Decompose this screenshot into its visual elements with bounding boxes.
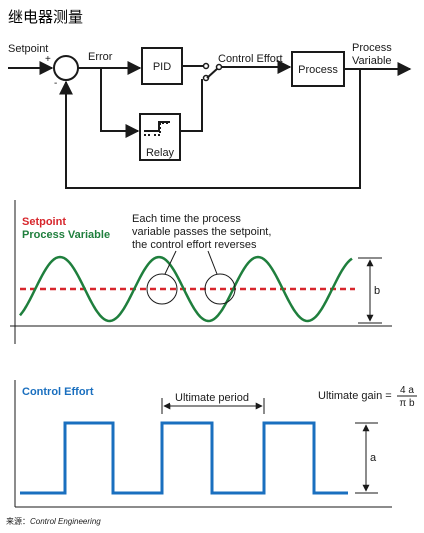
feedback-arrow — [59, 69, 361, 189]
annotation-line-1: Each time the process — [132, 213, 241, 225]
relay-block — [139, 113, 181, 161]
crossing-circle-2 — [204, 273, 236, 305]
annotation-line-3: the control effort reverses — [132, 239, 257, 251]
gain-numerator: 4 a — [400, 385, 414, 396]
legend-process-variable: Process Variable — [22, 229, 110, 241]
block-diagram: Setpoint + - Error PID Relay Control Eff… — [8, 42, 412, 189]
period-label-bg — [170, 390, 254, 404]
source-label: 来源： — [6, 517, 30, 526]
a-label: a — [370, 452, 377, 464]
control-effort-label: Control Effort — [218, 53, 283, 65]
legend-control-effort: Control Effort — [22, 386, 94, 398]
ultimate-period-label: Ultimate period — [175, 392, 249, 404]
summing-junction — [53, 55, 79, 81]
setpoint-label: Setpoint — [8, 43, 48, 55]
error-label: Error — [88, 51, 113, 63]
process-label: Process — [298, 64, 338, 76]
annotation-line-2: variable passes the setpoint, — [132, 226, 271, 238]
switch-pivot — [215, 63, 223, 71]
relay-label: Relay — [146, 147, 175, 159]
annotation-pointer-2 — [207, 250, 218, 275]
source-name: Control Engineering — [30, 517, 101, 526]
page-title: 继电器测量 — [8, 8, 83, 26]
b-label: b — [374, 285, 380, 297]
pid-label: PID — [153, 61, 171, 73]
oscillation-chart: Setpoint Process Variable Each time the … — [10, 200, 392, 344]
relay-output-line — [180, 79, 203, 132]
effort-chart: Control Effort Ultimate period Ultimate … — [14, 380, 417, 508]
source-line: 来源：Control Engineering — [6, 517, 101, 526]
gain-denominator: π b — [399, 398, 415, 409]
legend-setpoint: Setpoint — [22, 216, 66, 228]
crossing-circle-1 — [146, 273, 178, 305]
control-effort-square-wave — [20, 421, 348, 495]
switch-contact-top — [202, 62, 210, 70]
process-variable-wave — [19, 255, 353, 323]
ultimate-gain-label: Ultimate gain = — [318, 390, 392, 402]
plus-sign: + — [45, 54, 51, 65]
annotation-pointer-1 — [164, 250, 177, 275]
process-variable-label-1: Process — [352, 42, 392, 54]
relay-step-icon — [144, 121, 170, 132]
minus-sign: - — [54, 78, 57, 89]
relay-branch-arrow — [100, 68, 140, 138]
process-variable-label-2: Variable — [352, 55, 392, 67]
switch-arm — [206, 67, 219, 79]
